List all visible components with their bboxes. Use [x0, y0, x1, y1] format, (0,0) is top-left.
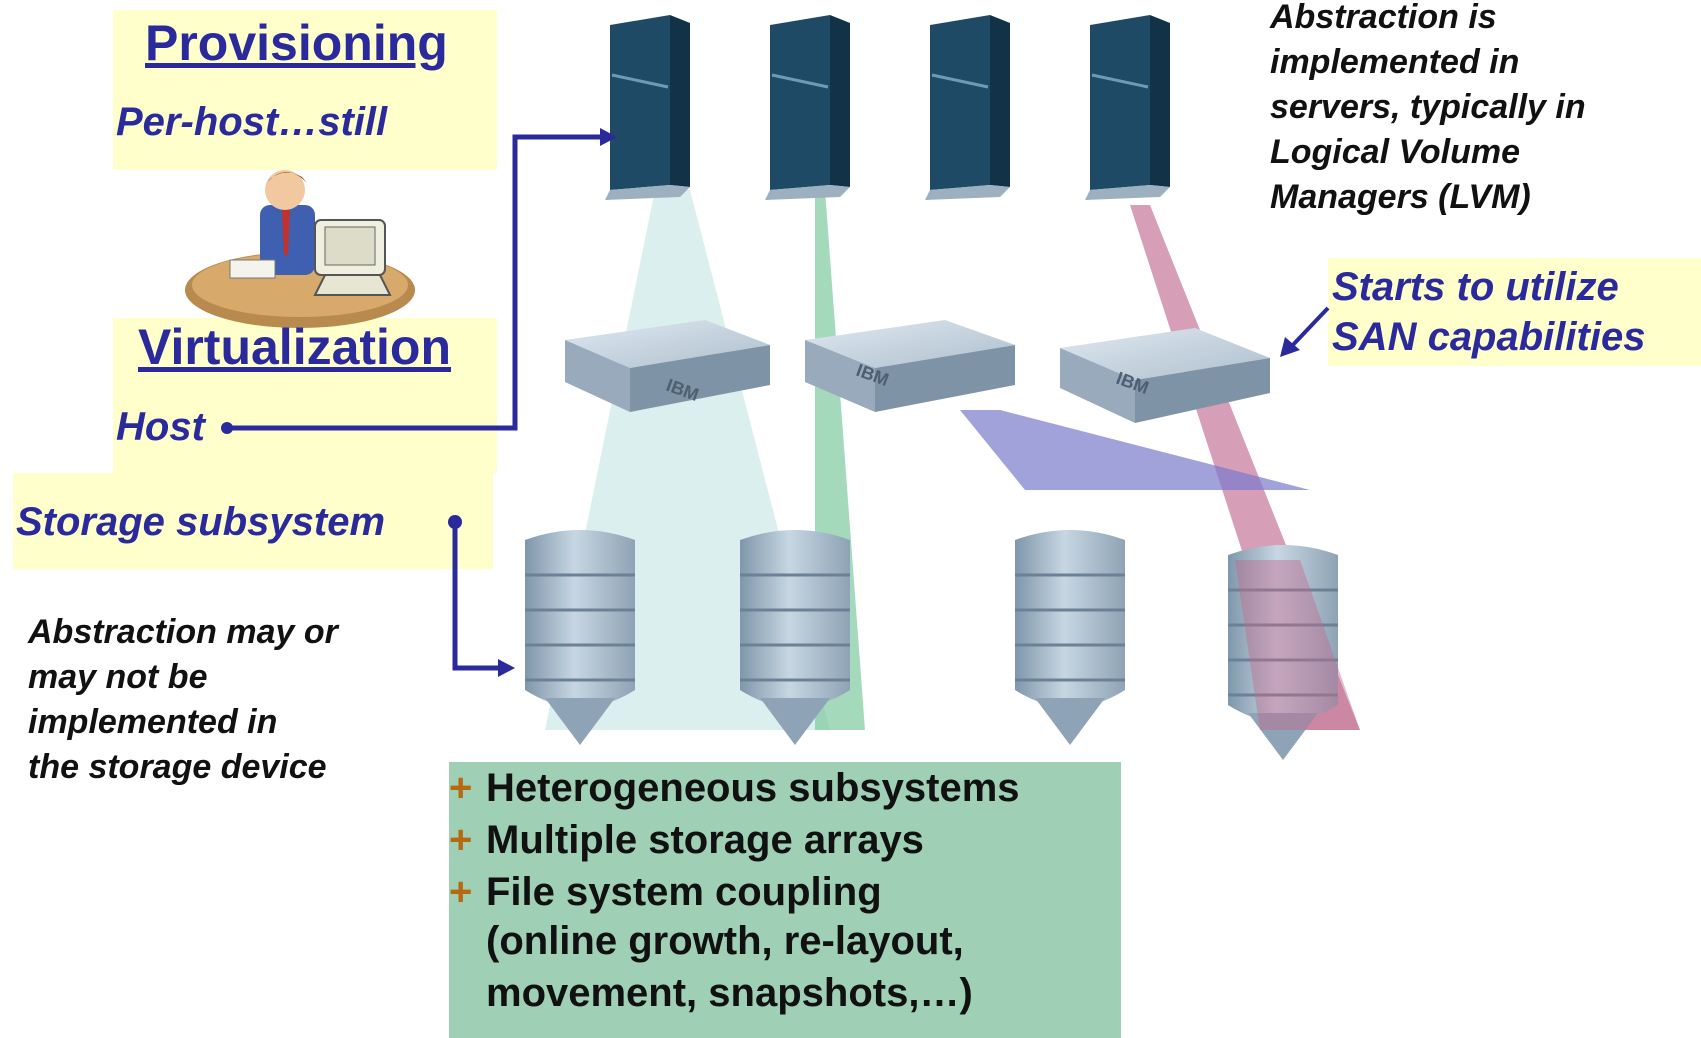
abstraction-storage-note-line: may not be	[28, 658, 208, 696]
abstraction-server-note-line: servers, typically in	[1270, 88, 1586, 126]
server-1	[605, 15, 690, 200]
san-switch-1: IBM	[565, 320, 770, 412]
storage-subsystem-connector	[452, 522, 502, 671]
per-host-text: Per-host…still	[116, 100, 388, 144]
storage-subsystem-band	[13, 473, 493, 569]
san-note-arrowhead	[1280, 337, 1300, 357]
storage-array-2	[740, 530, 850, 745]
san-note-line: SAN capabilities	[1332, 315, 1646, 359]
virtualization-heading: Virtualization	[138, 319, 452, 375]
abstraction-storage-note: Abstraction may or may not be implemente…	[28, 610, 338, 790]
host-connector-dot	[221, 422, 233, 434]
san-note-band	[1328, 258, 1701, 366]
beam-switch-purple	[960, 410, 1310, 490]
server-4	[1085, 15, 1170, 200]
beam-pink-overlay	[1235, 560, 1360, 730]
provisioning-band	[113, 10, 497, 170]
abstraction-server-note-line: Managers (LVM)	[1270, 178, 1531, 216]
virtualization-band	[113, 318, 497, 473]
benefit-item: + Multiple storage arrays	[449, 818, 924, 863]
person-at-computer-clipart	[185, 170, 415, 328]
storage-connector-arrowhead	[498, 659, 515, 677]
san-note-arrow-line	[1288, 306, 1330, 350]
benefit-item: + File system coupling	[449, 870, 882, 915]
abstraction-storage-note-line: implemented in	[28, 703, 278, 741]
host-label: Host	[116, 405, 205, 449]
benefit-continuation-line: (online growth, re-layout,	[486, 919, 964, 963]
host-connector-arrowhead	[600, 128, 617, 146]
server-3	[925, 15, 1010, 200]
abstraction-storage-note-line: the storage device	[28, 748, 327, 786]
server-2	[765, 15, 850, 200]
san-switch-2: IBM	[805, 320, 1015, 412]
san-capabilities-note: Starts to utilize SAN capabilities	[1332, 262, 1645, 362]
abstraction-server-note-line: Abstraction is	[1270, 0, 1497, 36]
provisioning-heading: Provisioning	[145, 15, 448, 71]
plus-icon: +	[449, 766, 473, 810]
abstraction-server-note-line: Logical Volume	[1270, 133, 1521, 171]
san-switch-3: IBM	[1060, 328, 1270, 423]
benefit-item: + Heterogeneous subsystems	[449, 766, 1020, 811]
san-note-line: Starts to utilize	[1332, 265, 1619, 309]
storage-subsystem-label: Storage subsystem	[16, 500, 386, 544]
host-to-server-connector	[230, 134, 605, 431]
storage-array-4	[1228, 545, 1338, 760]
plus-icon: +	[449, 870, 473, 914]
benefit-text: Multiple storage arrays	[486, 818, 924, 862]
abstraction-server-note: Abstraction is implemented in servers, t…	[1270, 0, 1586, 220]
abstraction-storage-note-line: Abstraction may or	[28, 613, 338, 651]
storage-array-1	[525, 530, 635, 745]
benefit-continuation-line: movement, snapshots,…)	[486, 971, 973, 1015]
benefit-text: Heterogeneous subsystems	[486, 766, 1020, 810]
benefits-box: + Heterogeneous subsystems + Multiple stor…	[449, 762, 1121, 1038]
abstraction-server-note-line: implemented in	[1270, 43, 1520, 81]
benefit-text: File system coupling	[486, 870, 882, 914]
storage-array-3	[1015, 530, 1125, 745]
plus-icon: +	[449, 818, 473, 862]
storage-connector-dot	[448, 515, 462, 529]
